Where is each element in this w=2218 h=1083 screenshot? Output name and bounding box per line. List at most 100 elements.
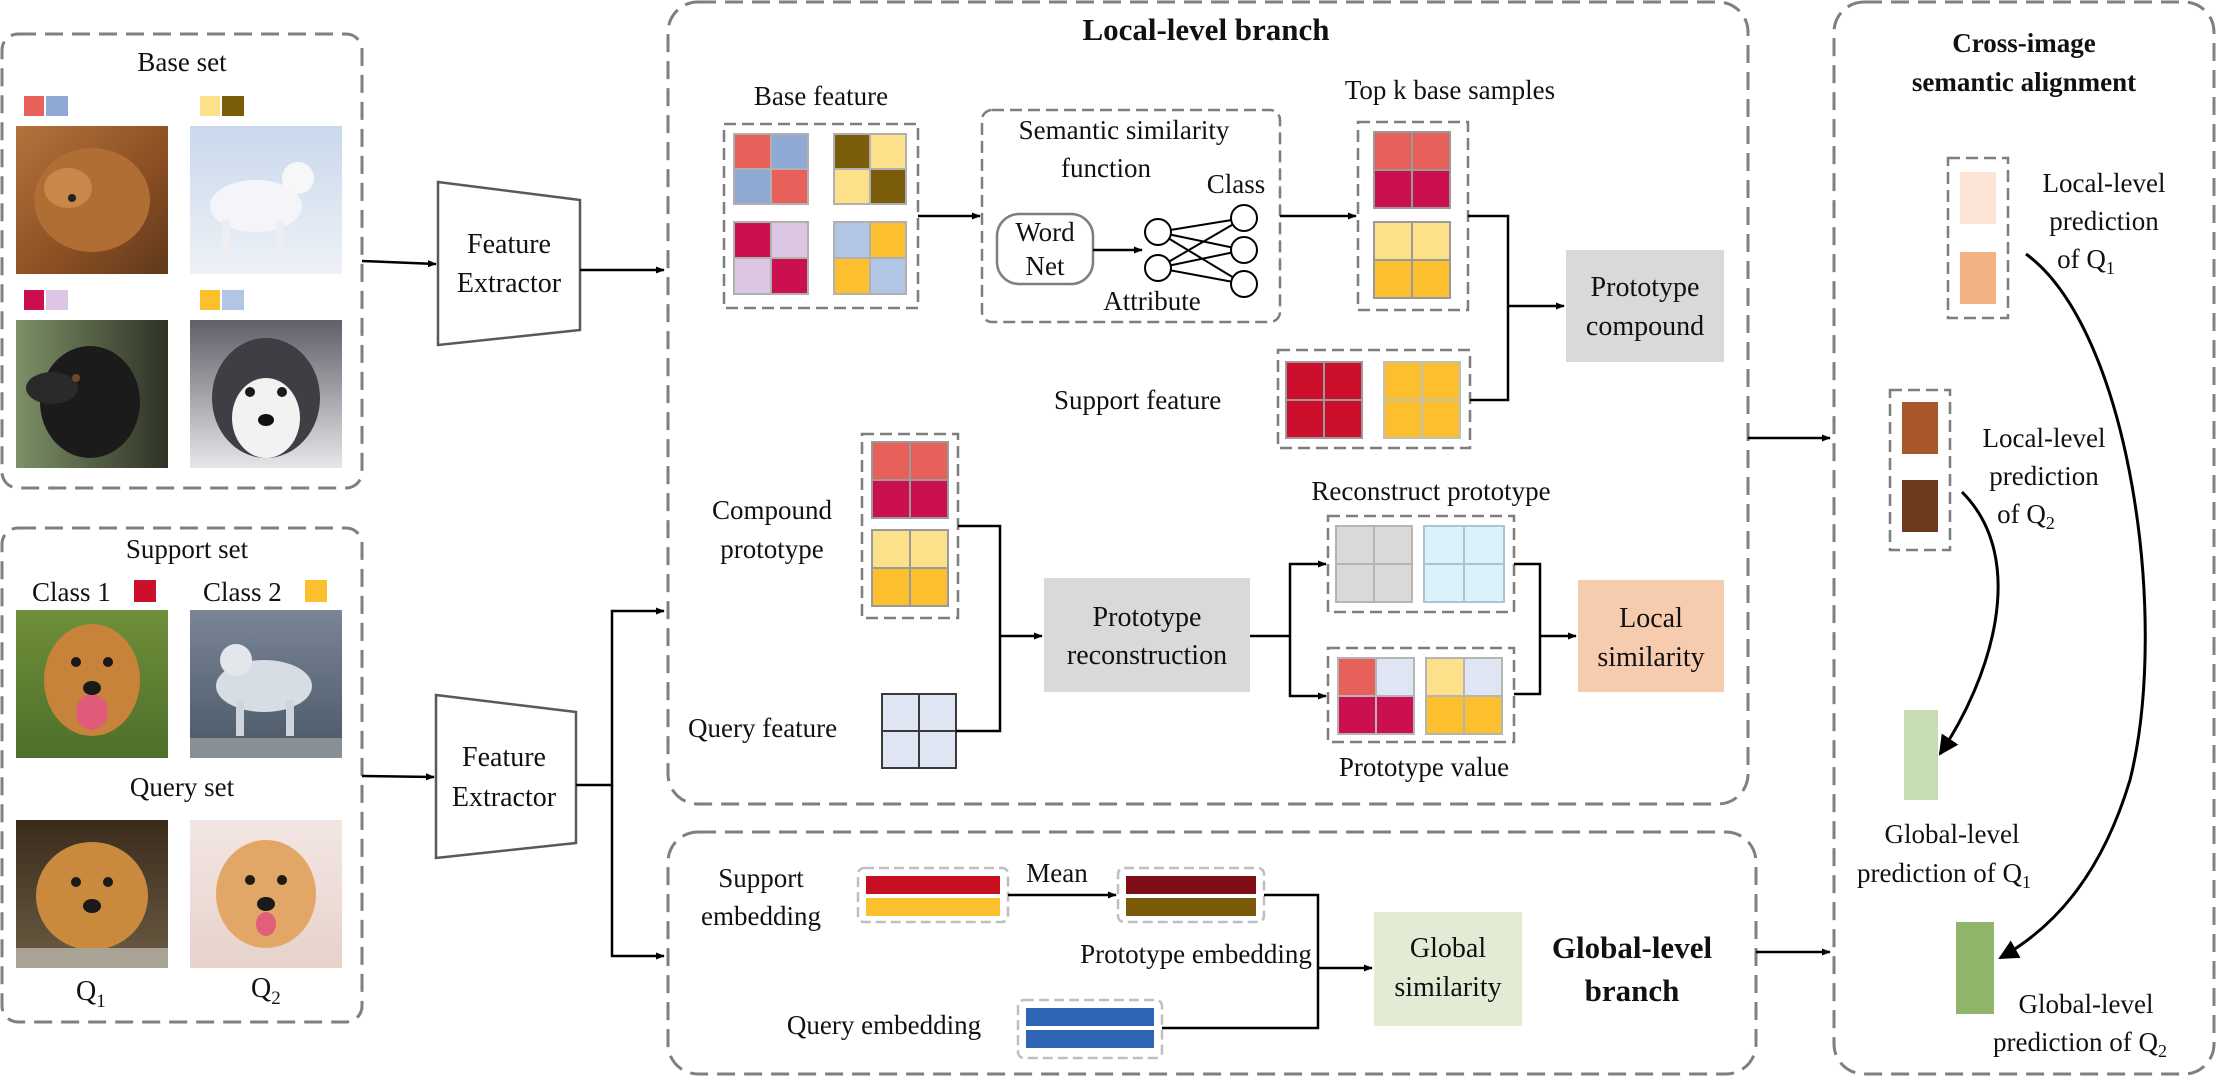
reconstruct-prototype-cyan bbox=[1423, 525, 1505, 603]
puppy-q2-image bbox=[190, 820, 342, 968]
local-q2-pred-bottom bbox=[1902, 480, 1938, 532]
flow-arrows bbox=[361, 212, 1831, 1030]
global-q1-line2: prediction of Q1 bbox=[1857, 858, 2031, 892]
line-value-to-local bbox=[1514, 636, 1542, 696]
support-feature-red bbox=[1285, 361, 1363, 439]
mean-label: Mean bbox=[1026, 858, 1088, 888]
chip-yellow bbox=[200, 96, 220, 116]
top-k-grid-2 bbox=[1373, 221, 1451, 299]
class-label: Class bbox=[1207, 169, 1266, 199]
local-branch-title: Local-level branch bbox=[1082, 12, 1329, 47]
chip-lavender bbox=[46, 290, 68, 310]
husky-image bbox=[190, 320, 342, 468]
prototype-value-grid-2 bbox=[1425, 657, 1503, 735]
gray-wolf-image bbox=[190, 610, 342, 758]
reconstruct-prototype-gray bbox=[1335, 525, 1413, 603]
base-set-title: Base set bbox=[137, 47, 227, 77]
support-set-title: Support set bbox=[126, 534, 249, 564]
local-q1-pred-top bbox=[1960, 172, 1996, 224]
arrow-to-reconstruct-prototype bbox=[1288, 560, 1327, 636]
base-feature-label: Base feature bbox=[754, 81, 888, 111]
chip-crimson bbox=[24, 290, 44, 310]
svg-text:Extractor: Extractor bbox=[457, 268, 562, 299]
local-branch-panel bbox=[666, 0, 1750, 806]
class2-chip bbox=[305, 580, 327, 602]
prototype-reconstruction-box bbox=[1044, 578, 1250, 692]
support-feature-label: Support feature bbox=[1054, 385, 1221, 415]
feature-extractor-top: Feature Extractor bbox=[436, 180, 582, 347]
global-similarity-line1: Global bbox=[1410, 933, 1486, 964]
compound-prototype-line2: prototype bbox=[720, 534, 823, 564]
support-embedding-line1: Support bbox=[718, 863, 804, 893]
class1-label: Class 1 bbox=[32, 577, 111, 607]
reconstruct-prototype-label: Reconstruct prototype bbox=[1311, 476, 1550, 506]
prototype-compound-line2: compound bbox=[1586, 311, 1704, 342]
global-q2-line2: prediction of Q2 bbox=[1993, 1027, 2167, 1061]
global-q1-line1: Global-level bbox=[1885, 819, 2020, 849]
line-proto-emb-to-global bbox=[1264, 893, 1320, 968]
base-set-panel bbox=[0, 32, 364, 490]
neural-network-icon bbox=[1144, 204, 1258, 298]
query-embedding-bars bbox=[1016, 998, 1164, 1060]
curve-local-q1-to-global-q2 bbox=[1998, 252, 2147, 960]
local-q2-pred-top bbox=[1902, 402, 1938, 454]
local-similarity-box bbox=[1578, 580, 1724, 692]
local-similarity-line2: similarity bbox=[1597, 642, 1704, 673]
svg-text:Feature: Feature bbox=[462, 742, 546, 773]
alignment-curves bbox=[1938, 252, 2147, 960]
base-feature-group bbox=[722, 122, 920, 310]
q1-label: Q1 bbox=[76, 976, 106, 1012]
semantic-similarity-line2: function bbox=[1061, 153, 1151, 183]
prototype-embedding-bars bbox=[1116, 866, 1266, 924]
line-reconstruct-to-local bbox=[1514, 562, 1542, 636]
dog-poodle-image bbox=[16, 126, 168, 274]
q2-label: Q2 bbox=[251, 973, 281, 1009]
global-branch-title-line1: Global-level bbox=[1552, 930, 1713, 965]
chip-gold bbox=[200, 290, 220, 310]
local-q2-line3: of Q2 bbox=[1997, 499, 2055, 533]
compound-prototype-grid-2 bbox=[871, 529, 949, 607]
curve-local-q2-to-global-q1 bbox=[1938, 490, 2000, 756]
puppy-q1-image bbox=[16, 820, 168, 968]
query-set-title: Query set bbox=[130, 772, 235, 802]
base-feature-grid-1 bbox=[733, 133, 809, 205]
chip-blue bbox=[46, 96, 68, 116]
prototype-value-label: Prototype value bbox=[1339, 752, 1509, 782]
semantic-similarity-line1: Semantic similarity bbox=[1019, 115, 1230, 145]
prototype-compound-box bbox=[1566, 250, 1724, 362]
black-dog-image bbox=[16, 320, 168, 468]
global-branch-title-line2: branch bbox=[1585, 973, 1680, 1008]
prototype-value-grid-1 bbox=[1337, 657, 1415, 735]
top-k-grid-1 bbox=[1373, 131, 1451, 209]
line-support-to-compound bbox=[1470, 306, 1510, 402]
compound-prototype-grid-1 bbox=[871, 441, 949, 519]
local-q1-line2: prediction bbox=[2049, 206, 2159, 236]
class2-label: Class 2 bbox=[203, 577, 282, 607]
alignment-panel bbox=[1832, 0, 2216, 1076]
chip-red bbox=[24, 96, 44, 116]
arrow-extractor-split-up bbox=[576, 607, 665, 787]
support-feature-gold bbox=[1383, 361, 1461, 439]
base-feature-grid-3 bbox=[733, 221, 809, 295]
local-similarity-line1: Local bbox=[1619, 603, 1683, 634]
support-embedding-bars bbox=[856, 866, 1010, 924]
arrow-base-to-extractor bbox=[361, 259, 437, 268]
golden-retriever-image bbox=[16, 610, 168, 758]
arrow-support-to-extractor bbox=[361, 773, 435, 781]
local-q1-line3: of Q1 bbox=[2057, 244, 2115, 278]
attribute-label: Attribute bbox=[1103, 286, 1200, 316]
local-q2-line1: Local-level bbox=[1983, 423, 2106, 453]
query-feature-grid bbox=[881, 693, 957, 769]
global-similarity-line2: similarity bbox=[1394, 972, 1501, 1003]
svg-text:Feature: Feature bbox=[467, 229, 551, 260]
top-k-label: Top k base samples bbox=[1345, 75, 1555, 105]
global-q2-pred-bar bbox=[1956, 922, 1994, 1014]
line-topk-to-compound bbox=[1468, 214, 1510, 306]
prototype-reconstruction-line1: Prototype bbox=[1093, 602, 1202, 633]
line-compound-proto-to-recon bbox=[958, 524, 1002, 636]
wordnet-line1: Word bbox=[1015, 217, 1075, 247]
chip-lightblue bbox=[222, 290, 244, 310]
local-q2-line2: prediction bbox=[1989, 461, 2099, 491]
arrow-to-prototype-value bbox=[1288, 636, 1327, 700]
